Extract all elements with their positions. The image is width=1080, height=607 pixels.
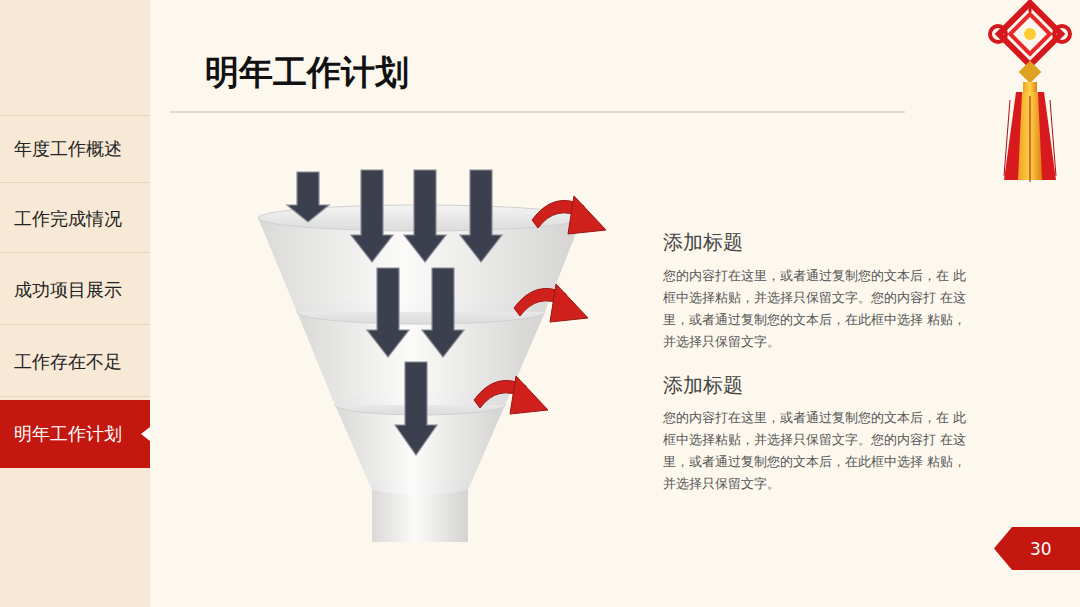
block-body: 您的内容打在这里，或者通过复制您的文本后，在 此框中选择粘贴，并选择只保留文字。… xyxy=(663,407,968,495)
block-heading: 添加标题 xyxy=(663,372,743,399)
down-arrow xyxy=(351,170,393,262)
nav-label: 工作完成情况 xyxy=(14,207,122,231)
down-arrows xyxy=(287,170,502,455)
nav-item: 成功项目展示 xyxy=(0,256,150,325)
curved-arrow xyxy=(514,284,588,322)
sidebar-panel xyxy=(0,0,150,607)
nav-label: 年度工作概述 xyxy=(14,137,122,161)
chinese-knot xyxy=(990,0,1070,182)
nav-item: 工作存在不足 xyxy=(0,328,150,397)
nav-item: 工作完成情况 xyxy=(0,185,150,253)
nav-label: 工作存在不足 xyxy=(14,350,122,374)
down-arrow xyxy=(395,362,437,455)
curved-arrow xyxy=(474,376,548,414)
title-rule xyxy=(170,111,905,113)
block-heading: 添加标题 xyxy=(663,229,743,256)
page-number: 30 xyxy=(1030,539,1052,559)
down-arrow xyxy=(422,268,464,357)
curved-arrow xyxy=(532,196,606,234)
nav-label: 明年工作计划 xyxy=(14,422,122,446)
down-arrow xyxy=(367,268,409,357)
down-arrow xyxy=(404,170,446,262)
block-body: 您的内容打在这里，或者通过复制您的文本后，在 此框中选择粘贴，并选择只保留文字。… xyxy=(663,265,968,353)
slide-title: 明年工作计划 xyxy=(205,50,409,96)
down-arrow xyxy=(460,170,502,262)
red-curved-arrows xyxy=(474,196,606,414)
page-number-tab: 30 xyxy=(994,527,1080,570)
nav-label: 成功项目展示 xyxy=(14,278,122,302)
down-arrow xyxy=(287,172,329,222)
nav-item: 年度工作概述 xyxy=(0,115,150,183)
nav-item: 明年工作计划 xyxy=(0,400,150,468)
